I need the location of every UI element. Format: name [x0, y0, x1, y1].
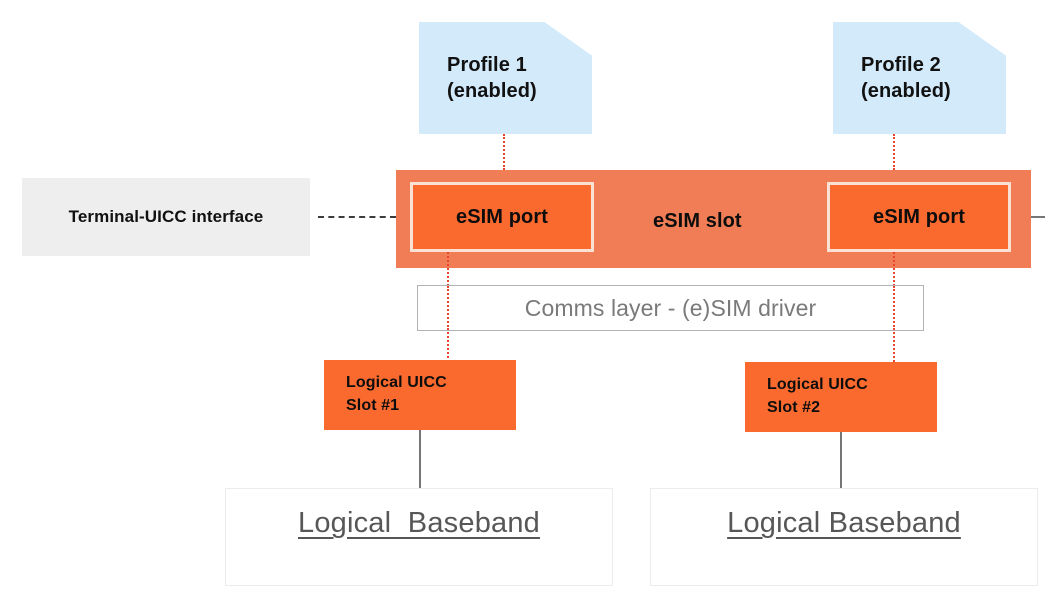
connector-terminal-to-slot: [318, 216, 396, 218]
esim-port-1-label: eSIM port: [455, 205, 548, 228]
profile-card-2[interactable]: Profile 2 (enabled): [833, 22, 1006, 134]
comms-layer-box[interactable]: Comms layer - (e)SIM driver: [417, 285, 924, 331]
profile-card-2-label: Profile 2 (enabled): [861, 54, 951, 102]
terminal-uicc-interface-label: Terminal-UICC interface: [68, 207, 264, 226]
connector-port2-through-comms: [893, 286, 895, 330]
esim-port-2[interactable]: eSIM port: [827, 182, 1011, 252]
logical-uicc-slot-2-label: Logical UICC Slot #2: [767, 376, 868, 416]
esim-slot-label: eSIM slot: [653, 210, 742, 232]
logical-baseband-2[interactable]: Logical Baseband: [650, 488, 1038, 586]
connector-slot-right-stub: [1031, 216, 1045, 218]
esim-port-1[interactable]: eSIM port: [410, 182, 594, 252]
connector-profile1-to-port1: [503, 134, 505, 170]
logical-uicc-slot-2[interactable]: Logical UICC Slot #2: [745, 362, 937, 432]
terminal-uicc-interface-box[interactable]: Terminal-UICC interface: [22, 178, 310, 256]
logical-baseband-1[interactable]: Logical Baseband: [225, 488, 613, 586]
profile-card-1[interactable]: Profile 1 (enabled): [419, 22, 592, 134]
connector-port1-through-comms: [447, 286, 449, 330]
logical-baseband-1-label: Logical Baseband: [297, 507, 541, 539]
comms-layer-label: Comms layer - (e)SIM driver: [524, 294, 817, 321]
connector-profile2-to-port2: [893, 134, 895, 170]
profile-card-1-label: Profile 1 (enabled): [447, 54, 537, 102]
logical-uicc-slot-1-label: Logical UICC Slot #1: [346, 374, 447, 414]
logical-baseband-2-label: Logical Baseband: [727, 507, 961, 539]
connector-uicc2-to-baseband2: [840, 432, 842, 488]
logical-uicc-slot-1[interactable]: Logical UICC Slot #1: [324, 360, 516, 430]
esim-port-2-label: eSIM port: [872, 205, 965, 228]
connector-uicc1-to-baseband1: [419, 430, 421, 488]
